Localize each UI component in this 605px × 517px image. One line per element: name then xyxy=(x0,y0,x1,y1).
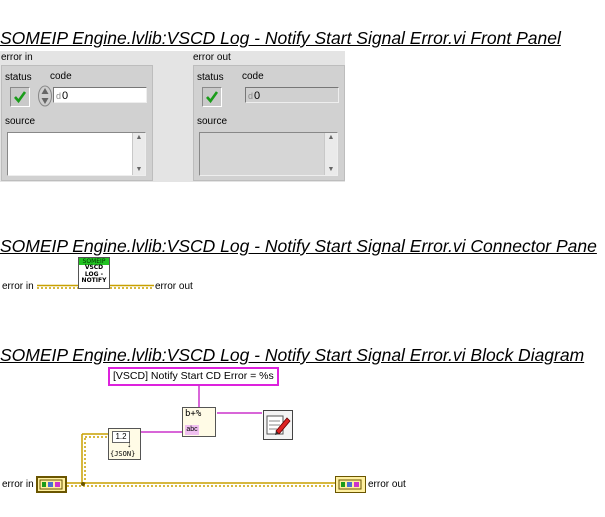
log-node[interactable] xyxy=(263,410,293,440)
radix-indicator: d xyxy=(56,91,62,101)
vi-icon-line-1: VSCD xyxy=(84,264,104,271)
error-in-code-input[interactable]: d0 xyxy=(53,87,147,103)
error-out-cluster: error out status code d0 source ▲▼ xyxy=(192,51,345,182)
error-in-label: error in xyxy=(1,52,33,63)
arrow-down-icon: ↓ xyxy=(127,439,132,449)
error-in-wire xyxy=(37,284,79,289)
format-node-input-label: abc xyxy=(185,425,199,435)
error-out-wire xyxy=(110,284,154,289)
block-diagram-wires xyxy=(67,384,335,487)
check-icon xyxy=(14,91,27,104)
front-panel: error in status code d0 source ▲▼ error … xyxy=(0,51,345,182)
error-out-code-indicator: d0 xyxy=(245,87,339,103)
error-out-source-label: source xyxy=(197,116,228,127)
error-out-frame: status code d0 source ▲▼ xyxy=(193,65,345,181)
error-in-source-label: source xyxy=(5,116,36,127)
error-out-status-label: status xyxy=(197,72,224,83)
front-panel-title: SOMEIP Engine.lvlib:VSCD Log - Notify St… xyxy=(0,28,561,48)
error-in-status-checkbox[interactable] xyxy=(10,87,30,107)
check-icon xyxy=(206,91,219,104)
connector-error-in-label: error in xyxy=(2,281,34,292)
vi-icon[interactable]: SOMEIP VSCD LOG - NOTIFY xyxy=(78,257,110,289)
error-out-code-label: code xyxy=(242,71,264,82)
error-in-cluster: error in status code d0 source ▲▼ xyxy=(0,51,153,182)
scroll-up-icon[interactable]: ▲ xyxy=(327,134,335,141)
vi-icon-header: SOMEIP xyxy=(79,258,109,265)
diagram-error-out-label: error out xyxy=(368,479,406,490)
error-in-code-value: 0 xyxy=(62,90,69,102)
error-in-status-label: status xyxy=(5,72,32,83)
error-out-label: error out xyxy=(193,52,231,63)
connector-error-out-label: error out xyxy=(155,281,193,292)
scrollbar[interactable]: ▲▼ xyxy=(324,133,337,175)
connector-pane-title: SOMEIP Engine.lvlib:VSCD Log - Notify St… xyxy=(0,236,597,256)
vi-icon-line-2: LOG - xyxy=(84,270,104,278)
format-into-string-node[interactable]: b+% abc xyxy=(182,407,216,437)
pen-icon xyxy=(266,415,291,435)
block-diagram-title: SOMEIP Engine.lvlib:VSCD Log - Notify St… xyxy=(0,345,585,365)
error-out-code-value: 0 xyxy=(254,90,261,102)
error-out-source-indicator: ▲▼ xyxy=(199,132,338,176)
error-in-terminal[interactable] xyxy=(36,476,67,493)
diagram-error-in-label: error in xyxy=(2,479,34,490)
format-string-constant[interactable]: [VSCD] Notify Start CD Error = %s xyxy=(108,367,279,386)
scroll-up-icon[interactable]: ▲ xyxy=(135,134,143,141)
error-out-terminal[interactable] xyxy=(335,476,366,493)
flatten-to-json-node[interactable]: 1.2 ↓ {JSON} xyxy=(108,428,141,460)
scroll-down-icon[interactable]: ▼ xyxy=(327,166,335,173)
radix-indicator: d xyxy=(248,91,254,101)
error-out-status-indicator xyxy=(202,87,222,107)
scroll-down-icon[interactable]: ▼ xyxy=(135,166,143,173)
cluster-terminal-icon xyxy=(39,479,63,490)
scrollbar[interactable]: ▲▼ xyxy=(132,133,145,175)
error-in-frame: status code d0 source ▲▼ xyxy=(1,65,153,181)
format-node-icon: b+% xyxy=(185,409,202,419)
increment-decrement-icon[interactable] xyxy=(38,85,52,107)
json-node-label: {JSON} xyxy=(110,450,136,458)
vi-icon-line-3: NOTIFY xyxy=(81,277,107,284)
cluster-terminal-icon xyxy=(338,479,362,490)
error-in-code-label: code xyxy=(50,71,72,82)
error-in-source-input[interactable]: ▲▼ xyxy=(7,132,146,176)
json-node-value: 1.2 xyxy=(112,431,130,443)
